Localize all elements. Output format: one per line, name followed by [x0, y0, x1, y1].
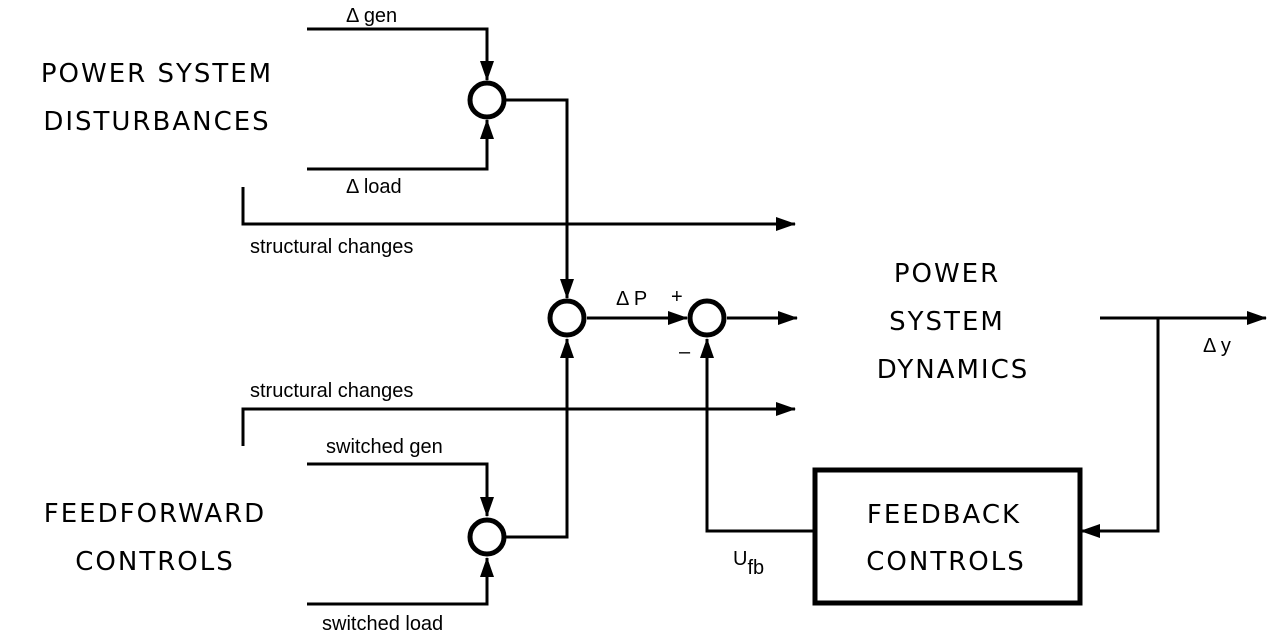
ufb-arrow: [700, 338, 815, 533]
disturbances-label-line1: POWER SYSTEM: [41, 59, 273, 89]
disturbance-sum-arrow: [505, 98, 574, 299]
switched-gen-arrow: [307, 462, 494, 517]
delta-gen-arrow: [307, 27, 494, 81]
dynamics-label-line1: POWER: [894, 259, 1000, 289]
disturbance-summer: [467, 80, 507, 120]
structural-changes-bottom-label: structural changes: [250, 380, 413, 402]
feedback-summer: [687, 298, 727, 338]
feedback-label-line1: FEEDBACK: [867, 500, 1021, 530]
delta-y-label: Δ y: [1203, 335, 1231, 357]
delta-gen-label: Δ gen: [346, 5, 397, 27]
switched-load-label: switched load: [322, 613, 443, 635]
ufb-label: Ufb: [733, 548, 764, 579]
feedforward-label-line1: FEEDFORWARD: [44, 499, 266, 529]
switched-gen-label: switched gen: [326, 436, 443, 458]
delta-load-label: Δ load: [346, 176, 402, 198]
feedforward-summer: [467, 517, 507, 557]
delta-p-label: Δ P: [616, 288, 647, 310]
feedback-measure-arrow: [1080, 318, 1160, 538]
fb-subscript: fb: [747, 557, 764, 579]
switched-load-arrow: [307, 557, 494, 606]
feedforward-sum-arrow: [505, 338, 574, 539]
feedback-controls-box: [812, 467, 1083, 606]
u-text: U: [733, 548, 747, 570]
minus-sign: –: [679, 341, 691, 363]
feedback-label-line2: CONTROLS: [866, 547, 1025, 577]
structural-changes-bottom-arrow: [241, 402, 796, 446]
dynamics-label-line3: DYNAMICS: [877, 355, 1029, 385]
structural-changes-top-label: structural changes: [250, 236, 413, 258]
structural-changes-top-arrow: [241, 187, 796, 231]
dynamics-label-line2: SYSTEM: [889, 307, 1005, 337]
disturbances-label-line2: DISTURBANCES: [43, 107, 270, 137]
power-imbalance-summer: [547, 298, 587, 338]
delta-load-arrow: [307, 119, 494, 171]
plus-sign: +: [671, 286, 683, 308]
feedforward-label-line2: CONTROLS: [75, 547, 234, 577]
